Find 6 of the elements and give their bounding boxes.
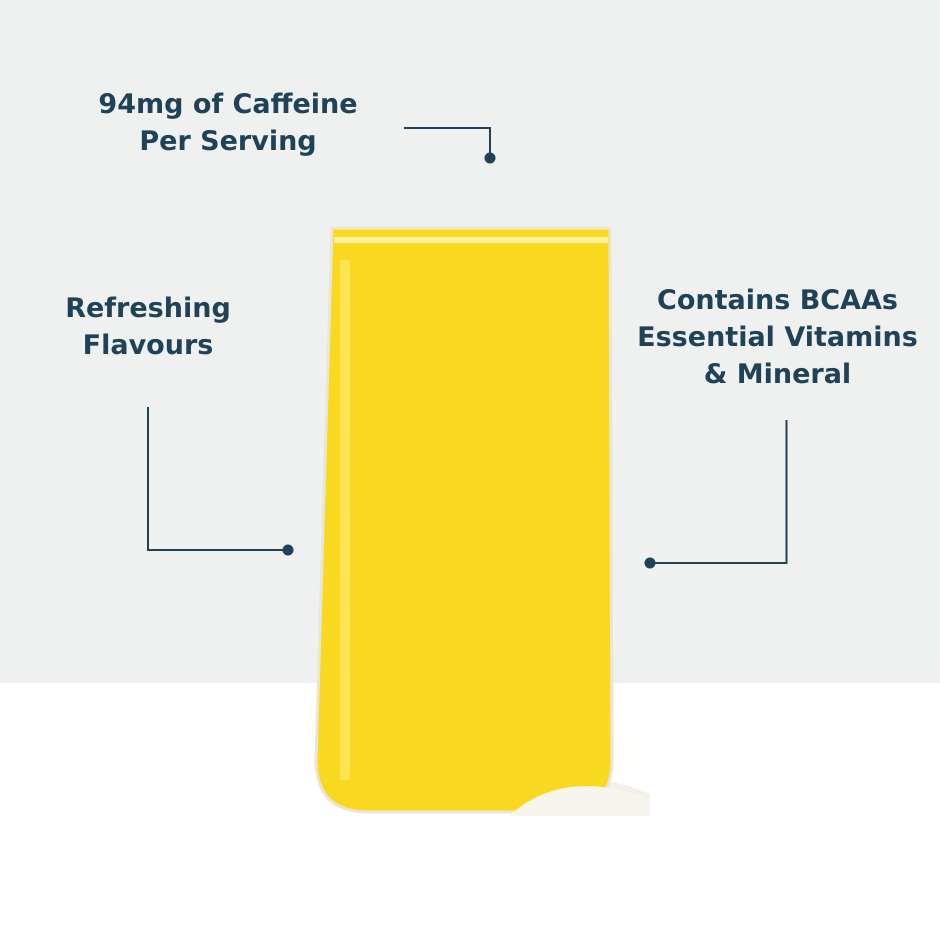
callout-text: 94mg of Caffeine Per Serving (97, 88, 359, 159)
callout-text: Refreshing Flavours (64, 292, 232, 363)
leader-line (404, 127, 496, 164)
leader-line (147, 407, 294, 556)
leader-line (644, 420, 788, 568)
callout-text: Contains BCAAs Essential Vitamins & Mineral (636, 284, 919, 392)
